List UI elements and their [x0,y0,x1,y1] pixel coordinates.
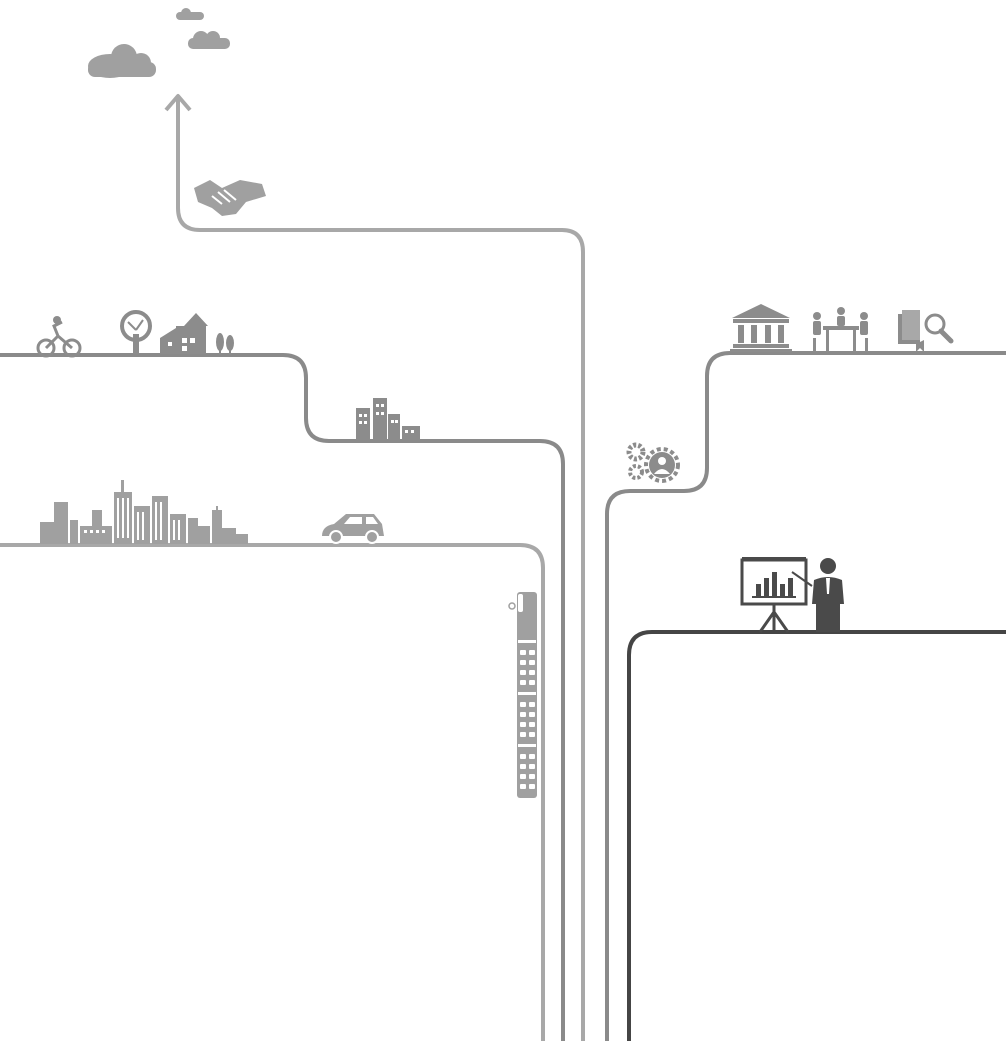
office-buildings-icon [356,398,420,440]
small-trees-icon [216,333,234,355]
tree-icon [122,312,150,354]
bank-icon [730,304,792,352]
route-community-line [0,355,563,1041]
handshake-icon [194,180,266,216]
route-city-line [0,545,543,1041]
cloud-icon [176,8,204,20]
route-presentation-line [629,632,1006,1041]
city-skyline-icon [40,480,248,544]
meeting-icon [813,307,868,352]
gears-icon [629,445,678,481]
car-icon [322,514,384,543]
cyclist-icon [38,316,80,356]
presenter-icon [742,557,844,632]
cloud-icon [188,31,230,49]
train-icon [509,592,537,798]
cloud-icon [88,44,156,78]
route-partnership-line [178,96,583,1041]
book-search-icon [898,310,951,352]
house-icon [160,313,208,354]
